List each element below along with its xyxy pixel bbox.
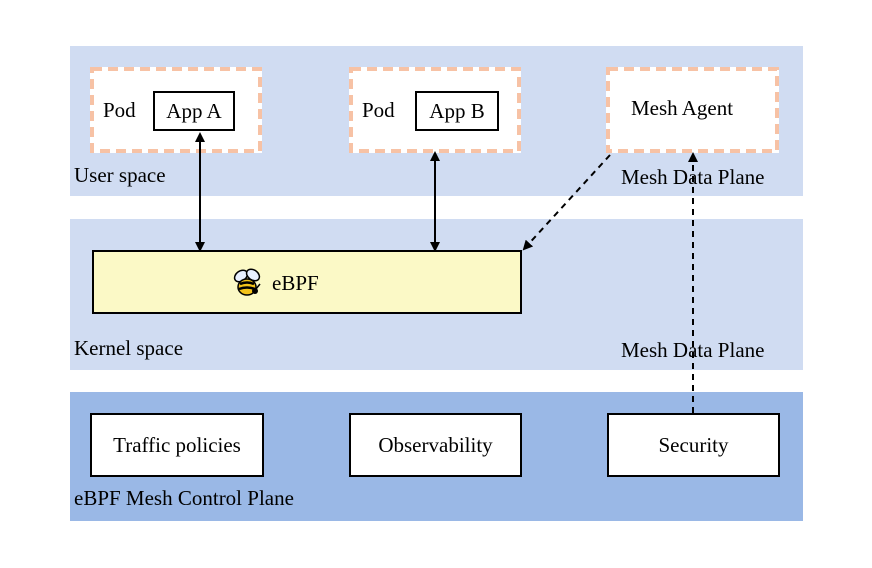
user-space-label: User space bbox=[74, 163, 166, 187]
kernel-space-label: Kernel space bbox=[74, 336, 184, 360]
user-plane-label: Mesh Data Plane bbox=[621, 165, 765, 189]
mesh-agent-label: Mesh Agent bbox=[631, 96, 734, 120]
mesh-agent: Mesh Agent bbox=[606, 67, 779, 153]
kernel-plane-label: Mesh Data Plane bbox=[621, 338, 765, 362]
pod-b: Pod App B bbox=[349, 67, 521, 153]
pod-a-label: Pod bbox=[103, 98, 136, 122]
app-a-box: App A bbox=[153, 91, 235, 131]
control-plane-label: eBPF Mesh Control Plane bbox=[74, 486, 294, 510]
pod-b-border bbox=[349, 67, 521, 153]
traffic-policies-box: Traffic policies bbox=[90, 413, 264, 477]
security-box: Security bbox=[607, 413, 780, 477]
app-b-box: App B bbox=[415, 91, 499, 131]
pod-b-label: Pod bbox=[362, 98, 395, 122]
ebpf-label: eBPF bbox=[272, 271, 319, 295]
observability-box: Observability bbox=[349, 413, 522, 477]
ebpf-box: eBPF bbox=[92, 250, 522, 314]
mesh-agent-border bbox=[606, 67, 779, 153]
pod-a: Pod App A bbox=[90, 67, 262, 153]
bee-icon bbox=[233, 268, 261, 296]
pod-a-border bbox=[90, 67, 262, 153]
